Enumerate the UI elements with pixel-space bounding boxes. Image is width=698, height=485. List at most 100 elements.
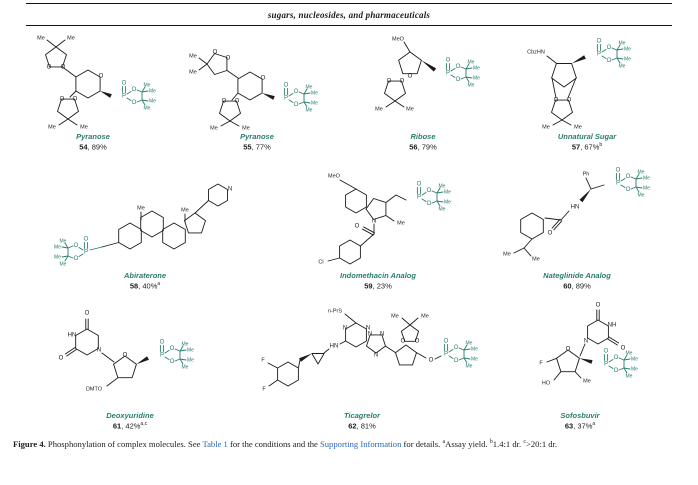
svg-text:O: O xyxy=(607,45,612,51)
compound-id-yield: 63, 37%a xyxy=(490,421,670,431)
svg-text:O: O xyxy=(213,50,218,56)
svg-text:O: O xyxy=(235,99,240,105)
compound-label: Sofosbuvir 63, 37%a xyxy=(490,410,670,431)
svg-text:O: O xyxy=(401,339,406,345)
compound-yield-value: , 89% xyxy=(87,142,107,152)
svg-text:Me: Me xyxy=(189,53,197,59)
svg-text:Me: Me xyxy=(619,63,626,69)
compound-name: Deoxyuridine xyxy=(106,411,154,420)
compound-label: Ribose 56, 79% xyxy=(348,131,498,152)
svg-text:Me: Me xyxy=(182,364,189,370)
scheme-banner: sugars, nucleosides, and pharmaceuticals xyxy=(26,3,672,26)
svg-text:CbzHN: CbzHN xyxy=(527,49,545,55)
svg-text:O: O xyxy=(59,356,64,362)
svg-text:Me: Me xyxy=(631,356,638,362)
compound-name: Pyranose xyxy=(76,132,110,141)
svg-text:Me: Me xyxy=(306,84,313,90)
svg-text:O: O xyxy=(170,346,175,352)
svg-text:HN: HN xyxy=(68,333,77,339)
svg-text:Me: Me xyxy=(60,238,67,244)
svg-text:Me: Me xyxy=(149,98,156,104)
compound-name: Abiraterone xyxy=(123,271,167,280)
svg-text:O: O xyxy=(604,349,609,355)
svg-text:O: O xyxy=(160,340,165,346)
compound-name: Nateglinide Analog xyxy=(543,271,611,280)
svg-text:Me: Me xyxy=(144,82,151,88)
svg-text:Me: Me xyxy=(631,366,638,372)
compound-label: Indomethacin Analog 59, 23% xyxy=(278,270,478,291)
svg-text:N: N xyxy=(372,219,376,225)
svg-text:P: P xyxy=(417,195,421,201)
compound-id-yield: 58, 40%a xyxy=(30,281,260,291)
svg-text:Me: Me xyxy=(306,107,313,113)
svg-text:Me: Me xyxy=(181,207,189,213)
svg-text:Me: Me xyxy=(473,65,480,71)
svg-text:Me: Me xyxy=(144,105,151,111)
svg-text:N: N xyxy=(368,332,372,338)
svg-text:Me: Me xyxy=(466,340,473,346)
svg-text:NH: NH xyxy=(608,323,617,329)
svg-text:O: O xyxy=(614,368,619,374)
compound-footnote-marker: b xyxy=(599,142,603,148)
svg-text:O: O xyxy=(429,358,434,364)
svg-text:O: O xyxy=(614,355,619,361)
svg-text:Me: Me xyxy=(421,313,429,319)
compound-name: Pyranose xyxy=(240,132,274,141)
svg-text:HN: HN xyxy=(330,344,339,350)
svg-text:Me: Me xyxy=(406,106,414,112)
svg-text:Me: Me xyxy=(626,350,633,356)
svg-text:Me: Me xyxy=(397,220,405,226)
svg-text:Me: Me xyxy=(149,88,156,94)
svg-text:N: N xyxy=(380,332,384,338)
compound-yield-value: , 89% xyxy=(571,281,591,291)
caption-text-3: for details. xyxy=(401,438,443,449)
svg-text:O: O xyxy=(170,359,175,365)
compound-id-yield: 57, 67%b xyxy=(512,142,662,152)
svg-text:Me: Me xyxy=(444,199,451,205)
compound-id-yield: 61, 42%a,c xyxy=(35,421,225,431)
svg-text:P: P xyxy=(122,94,126,100)
compound-name: Indomethacin Analog xyxy=(340,271,416,280)
compound-label: Pyranose 55, 77% xyxy=(182,131,332,152)
compound-id-yield: 60, 89% xyxy=(482,281,672,291)
svg-text:O: O xyxy=(417,182,422,188)
svg-text:Me: Me xyxy=(80,124,88,130)
compound-number: 57 xyxy=(571,142,581,152)
svg-text:O: O xyxy=(415,339,420,345)
compound-name: Ribose xyxy=(410,132,436,141)
footnote-a-marker: a xyxy=(442,439,446,445)
compound-yield-value: , 42% xyxy=(121,421,141,431)
svg-text:N: N xyxy=(584,339,588,345)
svg-text:O: O xyxy=(73,97,78,103)
svg-text:Me: Me xyxy=(48,124,56,130)
svg-text:O: O xyxy=(408,74,413,80)
svg-text:O: O xyxy=(616,168,621,174)
supporting-information-link[interactable]: Supporting Information xyxy=(319,438,402,449)
compound-yield-value: , 23% xyxy=(372,281,392,291)
compound-id-yield: 59, 23% xyxy=(278,281,478,291)
table-1-link[interactable]: Table 1 xyxy=(202,438,228,449)
compound-yield-value: , 81% xyxy=(356,421,376,431)
svg-text:O: O xyxy=(222,99,227,105)
compound-yield-value: , 79% xyxy=(417,142,437,152)
svg-text:P: P xyxy=(84,250,88,256)
compound-number: 61 xyxy=(112,421,122,431)
figure-caption: Figure 4. Phosphonylation of complex mol… xyxy=(13,438,682,450)
svg-text:O: O xyxy=(226,56,231,62)
compound-number: 63 xyxy=(564,421,574,431)
svg-text:O: O xyxy=(122,81,127,87)
compound-yield-value: , 77% xyxy=(251,142,271,152)
svg-text:O: O xyxy=(456,77,461,83)
svg-text:O: O xyxy=(74,256,79,262)
compound-id-yield: 56, 79% xyxy=(348,142,498,152)
svg-text:Ph: Ph xyxy=(583,171,590,177)
compound-label: Nateglinide Analog 60, 89% xyxy=(482,270,672,291)
compound-id-yield: 55, 77% xyxy=(182,142,332,152)
